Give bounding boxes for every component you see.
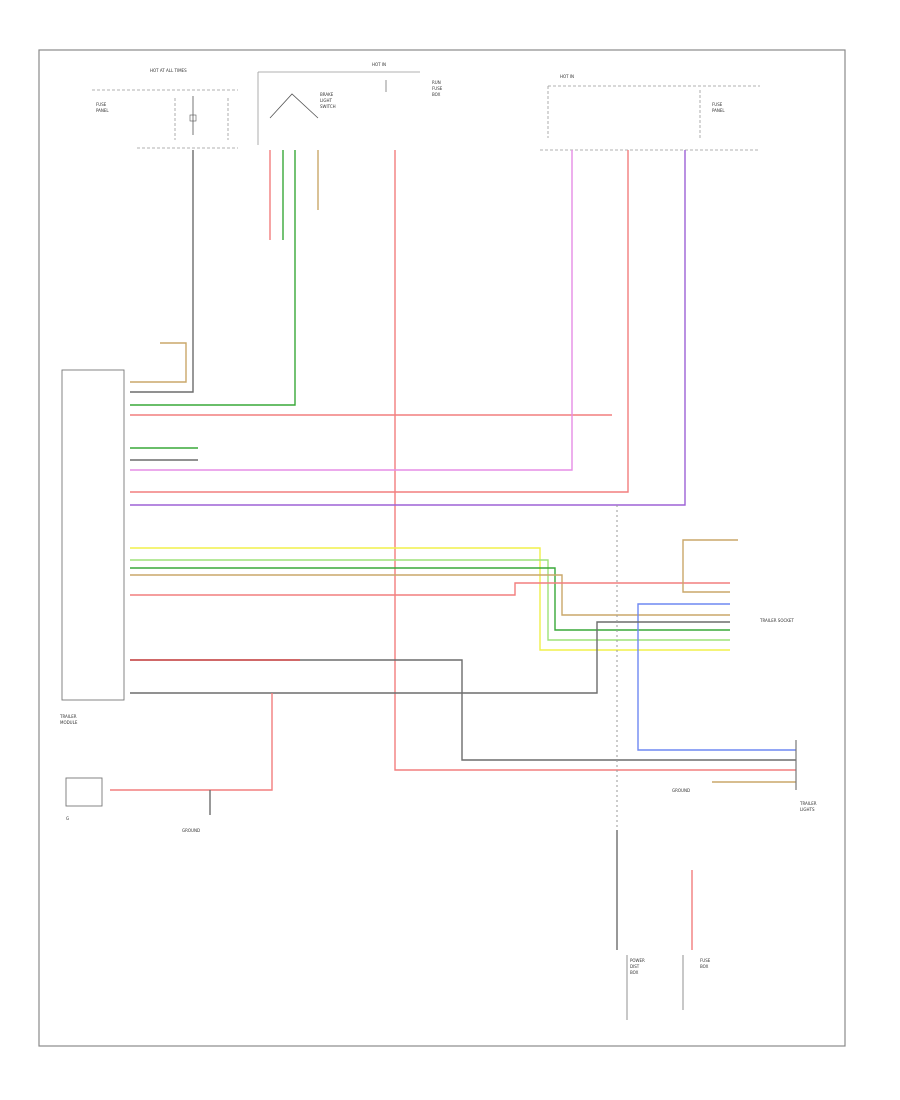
- bottom-block-right-label-2: BOX: [700, 964, 709, 969]
- trailer-socket-label: TRAILER SOCKET: [759, 618, 794, 623]
- wire-light-green: [130, 559, 730, 641]
- right-connector-label-1: TRAILER: [799, 801, 817, 806]
- right-fuse-label-3: PANEL: [712, 108, 725, 113]
- brake-switch-block: BRAKE LIGHT SWITCH: [257, 71, 420, 145]
- bottom-block-left: POWER DIST BOX: [626, 955, 645, 1020]
- mid-fuse-label-4: BOX: [432, 92, 441, 97]
- wire-red-lower: [110, 693, 273, 791]
- bottom-block-left-label-2: DIST: [630, 964, 640, 969]
- wire-tan: [130, 574, 730, 616]
- wire-black-left: [130, 150, 194, 393]
- switch-label-2: LIGHT: [320, 98, 333, 103]
- wire-black-lower: [130, 621, 730, 694]
- right-fuse-panel: HOT IN FUSE PANEL: [540, 74, 760, 151]
- wire-red-right: [130, 150, 629, 493]
- wire-tan-top: [130, 342, 187, 383]
- module-label-2: MODULE: [60, 720, 78, 725]
- mid-fuse-label-2: RUN: [432, 80, 441, 85]
- bottom-block-right-label-1: FUSE: [700, 958, 711, 963]
- ground-right-lower: GROUND: [672, 788, 690, 793]
- top-left-fuse-label-1: HOT AT ALL TIMES: [150, 68, 187, 73]
- wire-yellow: [130, 547, 730, 651]
- bottom-block-left-label-1: POWER: [630, 958, 645, 963]
- bottom-block-left-label-3: BOX: [630, 970, 639, 975]
- wire-tan-loop: [682, 539, 738, 593]
- switch-label-1: BRAKE: [320, 92, 334, 97]
- switch-label-3: SWITCH: [320, 104, 336, 109]
- right-fuse-label-2: FUSE: [712, 102, 723, 107]
- top-left-fuse-label-3: PANEL: [96, 108, 109, 113]
- wire-pink: [130, 150, 573, 471]
- bottom-left-box-label: G: [66, 816, 69, 821]
- bottom-left-box: G: [65, 777, 103, 821]
- mid-fuse-label-1: HOT IN: [372, 62, 386, 67]
- mid-fuse-label-3: FUSE: [432, 86, 443, 91]
- right-connector: TRAILER LIGHTS: [795, 740, 817, 812]
- trailer-module: TRAILER MODULE: [59, 369, 125, 725]
- page-border: [38, 49, 846, 1047]
- wire-violet: [130, 150, 686, 506]
- wire-blue: [637, 603, 796, 751]
- ground-bottom-left: GROUND: [182, 828, 200, 833]
- top-left-fuse-label-2: FUSE: [96, 102, 107, 107]
- wire-green-switch: [130, 150, 296, 406]
- module-label-1: TRAILER: [59, 714, 77, 719]
- top-left-fuse-panel: HOT AT ALL TIMES FUSE PANEL: [92, 68, 238, 149]
- wire-red-mid: [130, 582, 730, 596]
- wire-green: [130, 567, 730, 631]
- right-connector-label-2: LIGHTS: [800, 807, 815, 812]
- mid-fuse-block: HOT IN RUN FUSE BOX: [372, 62, 443, 97]
- wire-red-dark: [130, 659, 796, 761]
- bottom-block-right: FUSE BOX: [682, 955, 711, 1010]
- wires: [110, 150, 796, 950]
- wire-red-center: [394, 150, 796, 771]
- right-fuse-label-1: HOT IN: [560, 74, 574, 79]
